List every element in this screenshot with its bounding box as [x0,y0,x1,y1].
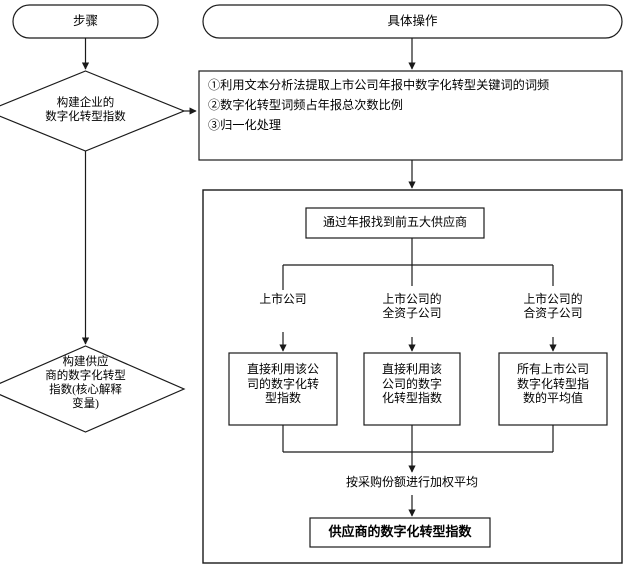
branch-label-2: 上市公司的 全资子公司 [382,292,442,321]
method-box-label: ①利用文本分析法提取上市公司年报中数字化转型关键词的词频 ②数字化转型词频占年报… [208,78,550,132]
final-box-label: 供应商的数字化转型指数 [328,524,472,539]
result-box-2-label: 直接利用该 公司的数字 化转型指数 [381,362,442,406]
steps-header-label: 步骤 [72,14,98,28]
branch-label-1: 上市公司 [259,292,307,306]
step2-diamond-label: 构建供应 商的数字化转型 指数(核心解释 变量) [45,356,126,411]
final-box-shape [309,517,491,548]
aggregation-note-label: 按采购份额进行加权平均 [345,475,478,489]
result-box-2-shape [363,352,461,426]
source-box-label: 通过年报找到前五大供应商 [322,215,467,229]
result-box-1-label: 直接利用该公 司的数字化转 型指数 [246,362,319,406]
source-box-shape [305,207,485,239]
result-box-3-label: 所有上市公司 数字化转型指 数的平均值 [516,362,589,406]
supplier-panel-container [202,189,623,564]
result-box-1-shape [228,352,338,426]
step2-diamond-shape [0,345,186,433]
branch-label-3: 上市公司的 合资子公司 [523,292,583,321]
method-box-shape [198,70,623,161]
step1-diamond-label: 构建企业的 数字化转型指数 [45,97,126,124]
operations-header-label: 具体操作 [387,14,438,28]
